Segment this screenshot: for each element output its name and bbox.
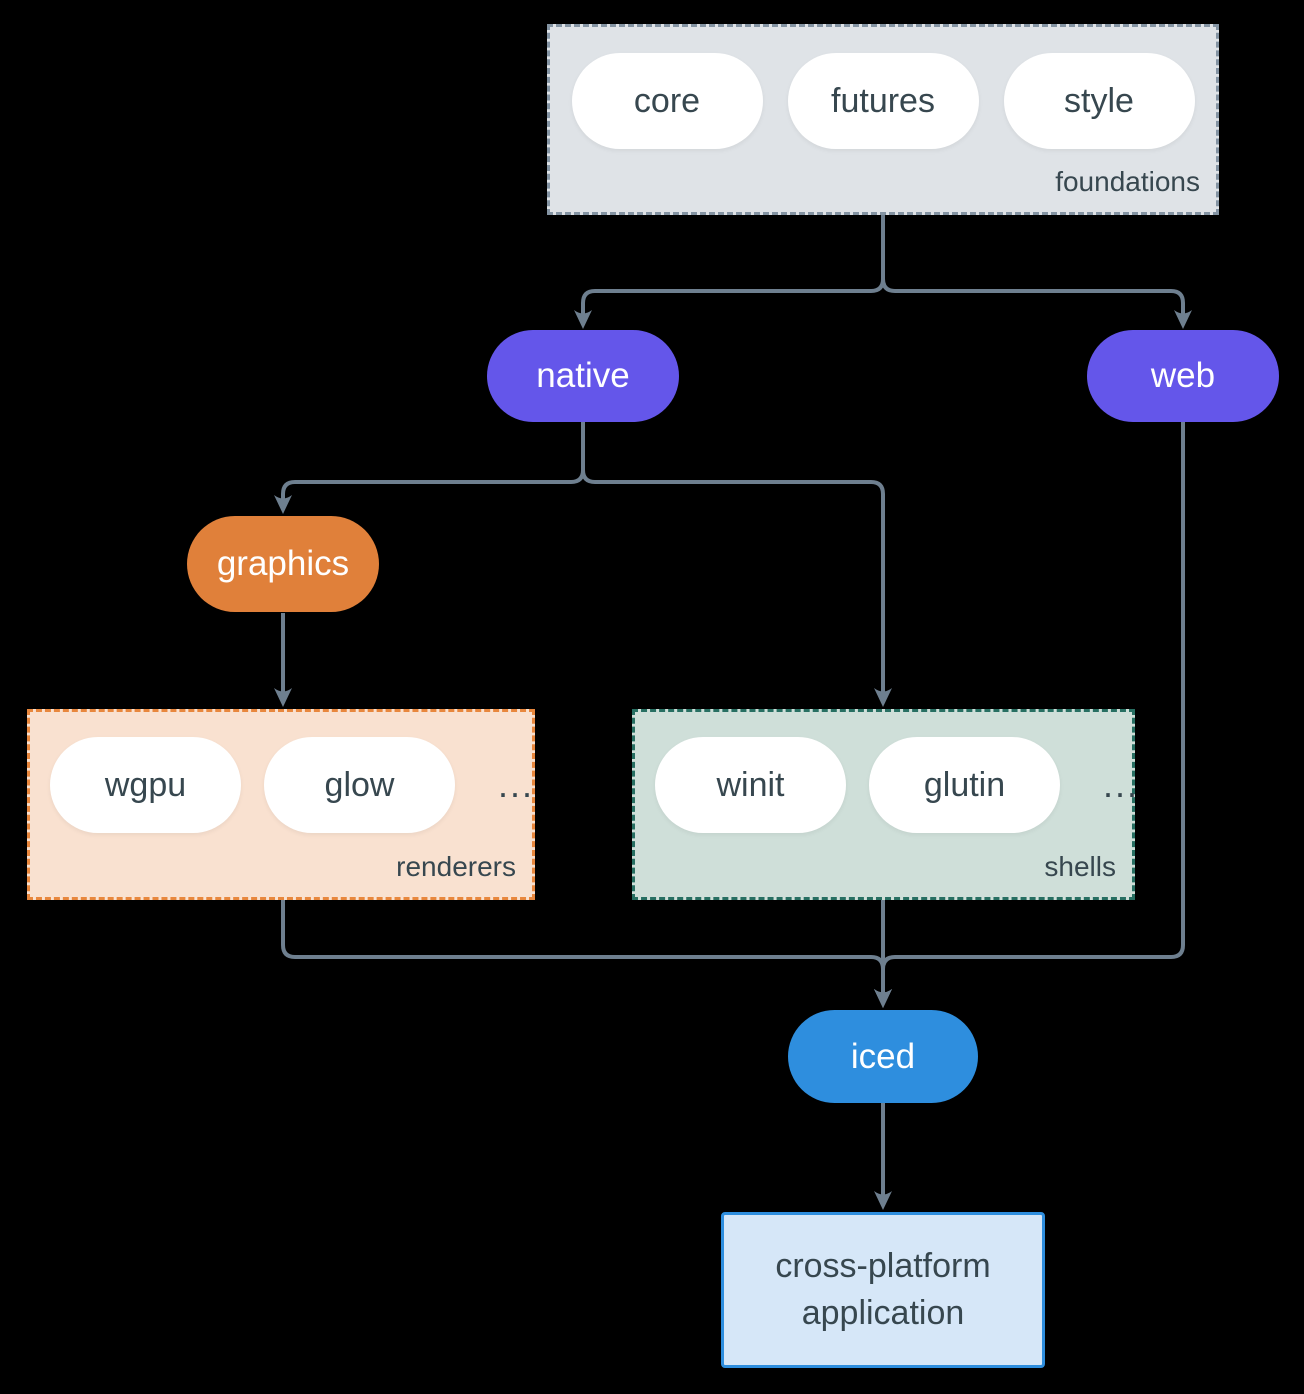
edge-foundations-native — [574, 215, 885, 329]
foundations-group: core futures style foundations — [547, 24, 1219, 215]
edge-native-shells — [581, 422, 892, 707]
pill-wgpu: wgpu — [50, 737, 241, 833]
pill-winit: winit — [655, 737, 846, 833]
node-graphics: graphics — [187, 516, 379, 612]
foundations-label: foundations — [1055, 166, 1200, 197]
node-web: web — [1087, 330, 1279, 422]
renderers-pill-row: wgpu glow ... — [50, 737, 532, 833]
application-label-line2: application — [801, 1294, 965, 1332]
application-label-line1: cross-platform — [775, 1247, 991, 1285]
edge-foundations-web — [881, 215, 1192, 329]
pill-futures: futures — [787, 53, 979, 149]
edge-native-graphics — [274, 422, 585, 514]
node-native: native — [487, 330, 679, 422]
pill-glutin: glutin — [869, 737, 1060, 833]
foundations-pill-row: core futures style — [550, 53, 1216, 149]
node-iced: iced — [788, 1010, 978, 1103]
edge-web-iced — [874, 422, 1185, 1008]
shells-label: shells — [1044, 851, 1116, 882]
pill-glow: glow — [264, 737, 455, 833]
renderers-label: renderers — [396, 851, 516, 882]
edge-renderers-iced — [281, 900, 892, 1008]
shells-ellipsis: ... — [1103, 764, 1140, 805]
shells-pill-row: winit glutin ... — [655, 737, 1137, 833]
pill-core: core — [571, 53, 763, 149]
renderers-group: wgpu glow ... renderers — [27, 709, 535, 900]
pill-style: style — [1003, 53, 1195, 149]
shells-group: winit glutin ... shells — [632, 709, 1137, 900]
application-box: cross-platform application — [721, 1212, 1045, 1368]
renderers-ellipsis: ... — [498, 764, 535, 805]
